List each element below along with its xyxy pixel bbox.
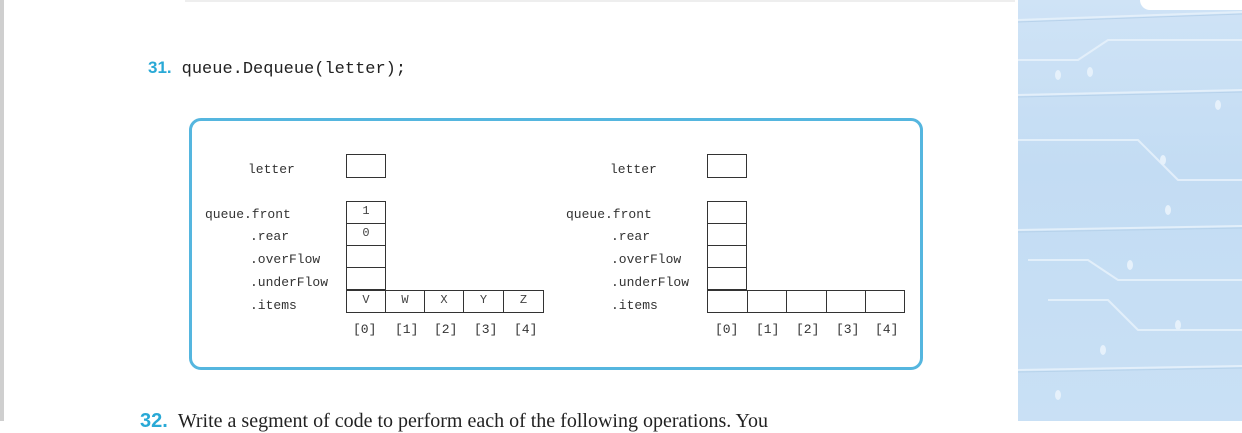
- cell-letter: [346, 154, 386, 178]
- exercise-32-partial: 32. Write a segment of code to perform ea…: [140, 410, 768, 432]
- cell-front: [707, 201, 747, 224]
- label-overflow: .overFlow: [250, 252, 321, 267]
- page-left-edge: [0, 0, 4, 421]
- index-3: [3]: [836, 322, 860, 337]
- exercise-31: 31. queue.Dequeue(letter);: [148, 58, 406, 84]
- item-cell-2: [786, 290, 827, 313]
- cell-rear: [707, 223, 747, 246]
- cell-overflow: [707, 245, 747, 268]
- item-cell-0: [707, 290, 748, 313]
- index-1: [1]: [395, 322, 419, 337]
- label-front: queue.front: [205, 207, 291, 222]
- index-0: [0]: [353, 322, 377, 337]
- index-0: [0]: [715, 322, 739, 337]
- exercise-code: queue.Dequeue(letter);: [181, 60, 407, 79]
- index-2: [2]: [796, 322, 820, 337]
- item-cell-4: Z: [503, 290, 544, 313]
- label-rear: .rear: [611, 229, 651, 244]
- item-cell-1: W: [385, 290, 425, 313]
- top-divider: [185, 0, 1015, 2]
- label-letter: letter: [610, 162, 657, 177]
- label-items: .items: [611, 298, 658, 313]
- index-3: [3]: [474, 322, 498, 337]
- label-letter: letter: [248, 162, 295, 177]
- label-underflow: .underFlow: [611, 275, 690, 290]
- index-4: [4]: [875, 322, 899, 337]
- item-cell-3: [826, 290, 866, 313]
- item-cell-4: [865, 290, 905, 313]
- label-rear: .rear: [250, 229, 290, 244]
- exercise-number: 32.: [140, 410, 168, 432]
- index-1: [1]: [756, 322, 780, 337]
- item-cell-1: [747, 290, 787, 313]
- item-cell-0: V: [346, 290, 386, 313]
- item-cell-2: X: [424, 290, 464, 313]
- label-front: queue.front: [566, 207, 652, 222]
- item-cell-3: Y: [463, 290, 504, 313]
- queue-diagram-figure: [189, 118, 923, 370]
- exercise-number: 31.: [148, 58, 172, 77]
- label-items: .items: [250, 298, 297, 313]
- exercise-text: Write a segment of code to perform each …: [177, 410, 768, 432]
- panel-tab-corner: [1140, 0, 1242, 10]
- decorative-side-panel: [1018, 0, 1242, 421]
- cell-front: 1: [346, 201, 386, 224]
- index-2: [2]: [434, 322, 458, 337]
- label-underflow: .underFlow: [250, 275, 329, 290]
- label-overflow: .overFlow: [611, 252, 682, 267]
- cell-letter: [707, 154, 747, 178]
- cell-underflow: [707, 267, 747, 290]
- circuit-pattern-icon: [1018, 11, 1242, 400]
- cell-underflow: [346, 267, 386, 290]
- cell-overflow: [346, 245, 386, 268]
- index-4: [4]: [514, 322, 538, 337]
- cell-rear: 0: [346, 223, 386, 246]
